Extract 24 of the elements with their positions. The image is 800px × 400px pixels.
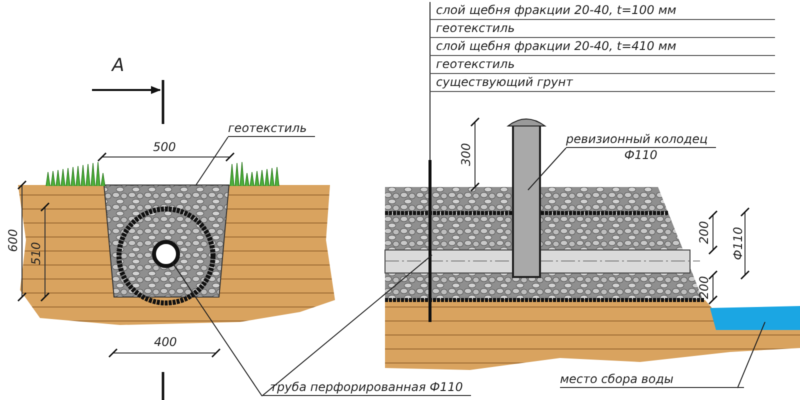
layer-label: геотекстиль (430, 20, 775, 38)
dimension-value: 300 (458, 143, 474, 166)
callout-label: ревизионный колодец (566, 132, 716, 148)
section-letter: А (112, 56, 124, 76)
dimension-value: 400 (154, 335, 177, 350)
dimension-value: 500 (153, 140, 176, 155)
layer-label: слой щебня фракции 20-40, t=410 мм (430, 38, 775, 56)
dimension-value: 510 (28, 242, 44, 265)
layer-label: геотекстиль (430, 56, 775, 74)
callout-label: геотекстиль (228, 121, 315, 137)
layer-label: существующий грунт (430, 74, 775, 92)
dimension-value: 600 (6, 229, 21, 252)
dimension-value: Ф110 (623, 148, 658, 163)
leader-line (528, 148, 566, 190)
leader-line (262, 254, 432, 396)
leader-line (737, 322, 766, 388)
callout-label: труба перфорированная Ф110 (262, 380, 471, 396)
leader-line (196, 136, 228, 186)
leader-line (172, 262, 262, 396)
layer-label: слой щебня фракции 20-40, t=100 мм (430, 2, 775, 20)
callout-label: место сбора воды (560, 372, 744, 388)
dimension-value: 200 (696, 276, 712, 299)
dimension-value: Ф110 (731, 226, 746, 260)
dimension-value: 200 (696, 221, 712, 244)
